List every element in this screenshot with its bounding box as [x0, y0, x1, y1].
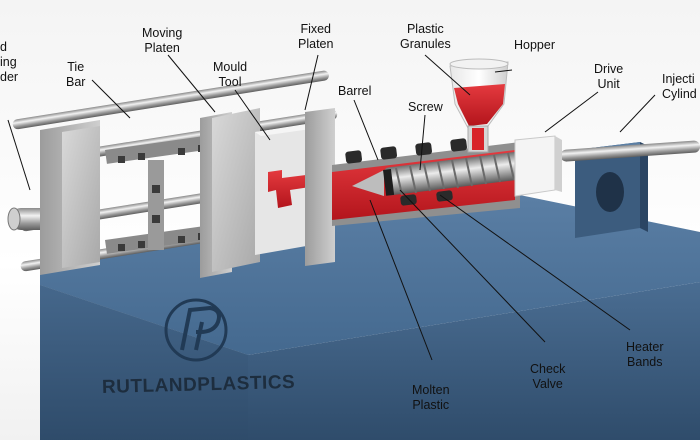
label-plastic-granules: Plastic Granules: [400, 22, 451, 51]
machine-base: [40, 190, 700, 440]
hopper: [449, 58, 509, 153]
label-drive-unit: Drive Unit: [594, 62, 624, 91]
moving-platen: [200, 108, 260, 278]
label-moving-platen: Moving Platen: [142, 26, 183, 55]
leader-lines: [7, 54, 656, 361]
label-clamping-cylinder: d ing der: [0, 40, 19, 84]
label-barrel: Barrel: [338, 84, 372, 98]
label-check-valve: Check Valve: [530, 362, 566, 391]
label-injection-cylinder: Injecti Cylind: [662, 72, 697, 101]
label-mould-tool: Mould Tool: [213, 60, 248, 89]
rutland-plastics-logo: [164, 298, 228, 362]
injection-cylinder-housing: [575, 142, 648, 238]
rear-platen: [40, 120, 100, 275]
label-tie-bar: Tie Bar: [66, 60, 86, 89]
label-fixed-platen: Fixed Platen: [298, 22, 334, 51]
label-heater-bands: Heater Bands: [626, 340, 664, 369]
label-hopper: Hopper: [514, 38, 555, 52]
label-molten-plastic: Molten Plastic: [412, 383, 450, 412]
screw: [352, 152, 521, 196]
fixed-platen: [305, 108, 335, 266]
drive-unit: [514, 135, 562, 197]
label-screw: Screw: [408, 100, 443, 114]
